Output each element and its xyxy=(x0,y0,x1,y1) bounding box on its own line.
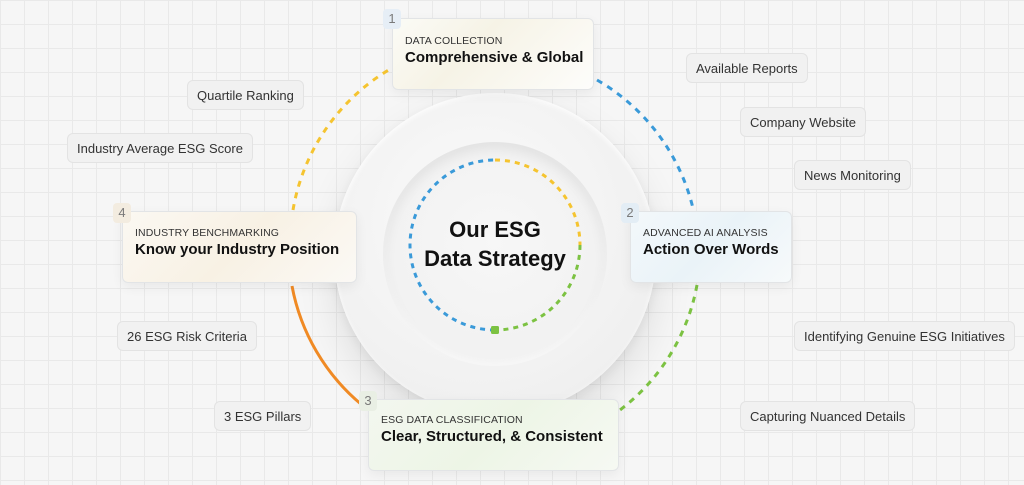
step-title: Clear, Structured, & Consistent xyxy=(381,428,603,445)
step-kicker: DATA COLLECTION xyxy=(405,35,503,47)
step-card-benchmarking: INDUSTRY BENCHMARKING Know your Industry… xyxy=(122,211,357,283)
center-title: Our ESG Data Strategy xyxy=(405,215,585,273)
step-number-1: 1 xyxy=(383,9,401,29)
tag-quartile-ranking: Quartile Ranking xyxy=(187,80,304,110)
step-card-ai-analysis: ADVANCED AI ANALYSIS Action Over Words xyxy=(630,211,792,283)
center-title-line2: Data Strategy xyxy=(424,246,566,271)
tag-news-monitoring: News Monitoring xyxy=(794,160,911,190)
outer-ring-arc-blue xyxy=(596,78,699,231)
tag-industry-average: Industry Average ESG Score xyxy=(67,133,253,163)
tag-company-website: Company Website xyxy=(740,107,866,137)
inner-ring-marker xyxy=(491,326,499,334)
step-number-4: 4 xyxy=(113,203,131,223)
step-number-3: 3 xyxy=(359,391,377,411)
step-kicker: ADVANCED AI ANALYSIS xyxy=(643,227,768,239)
step-title: Action Over Words xyxy=(643,241,779,258)
step-number-2: 2 xyxy=(621,203,639,223)
step-title: Comprehensive & Global xyxy=(405,49,584,66)
inner-ring-arc-blue xyxy=(408,158,496,332)
tag-available-reports: Available Reports xyxy=(686,53,808,83)
tag-risk-criteria: 26 ESG Risk Criteria xyxy=(117,321,257,351)
tag-nuanced-details: Capturing Nuanced Details xyxy=(740,401,916,431)
outer-ring-arc-orange xyxy=(290,285,363,407)
outer-ring-arc-green xyxy=(619,284,699,412)
step-card-data-collection: DATA COLLECTION Comprehensive & Global xyxy=(392,18,594,90)
outer-ring-arc-yellow xyxy=(291,66,393,211)
step-kicker: ESG DATA CLASSIFICATION xyxy=(381,414,523,426)
tag-genuine-initiatives: Identifying Genuine ESG Initiatives xyxy=(794,321,1015,351)
center-title-line1: Our ESG xyxy=(449,217,541,242)
step-title: Know your Industry Position xyxy=(135,241,340,258)
tag-esg-pillars: 3 ESG Pillars xyxy=(214,401,312,431)
step-card-classification: ESG DATA CLASSIFICATION Clear, Structure… xyxy=(368,399,619,471)
step-kicker: INDUSTRY BENCHMARKING xyxy=(135,227,280,239)
